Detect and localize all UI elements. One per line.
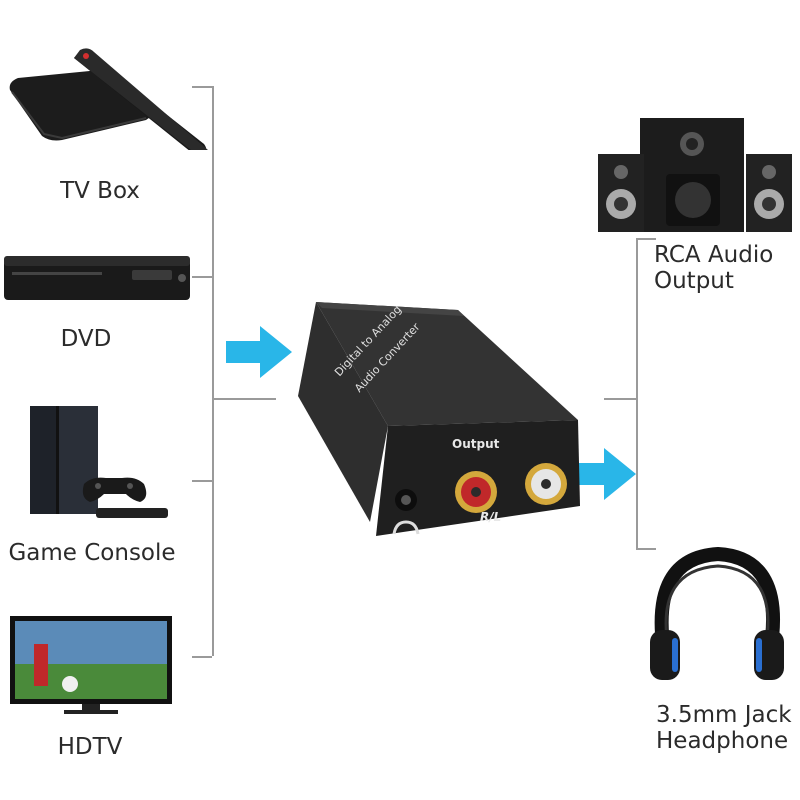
hdtv-icon	[10, 616, 172, 714]
bracket-tick-hdtv	[192, 656, 212, 658]
bracket-tick-headphone	[636, 548, 656, 550]
converter-channel-label: R/L	[480, 510, 502, 524]
input-arrow-icon	[226, 326, 292, 378]
output-label-headphone-line2: Headphone	[656, 728, 789, 754]
dvd-player-icon	[4, 256, 190, 300]
bracket-tick-dvd	[192, 276, 212, 278]
input-label-game-console: Game Console	[8, 540, 176, 566]
bracket-tick-rca	[636, 238, 656, 240]
bracket-tick-out-center	[604, 398, 636, 400]
input-label-tv-box: TV Box	[60, 178, 140, 204]
input-label-hdtv: HDTV	[57, 734, 123, 760]
bracket-tick-center	[212, 398, 276, 400]
game-console-icon	[30, 406, 168, 518]
bracket-tick-console	[192, 480, 212, 482]
bracket-tick-tv-box	[192, 86, 212, 88]
output-arrow-icon	[572, 448, 636, 500]
converter-output-label: Output	[452, 437, 500, 451]
output-bracket	[636, 238, 638, 548]
speaker-system-icon	[598, 118, 792, 232]
output-label-rca-line2: Output	[654, 268, 734, 294]
output-label-headphone-line1: 3.5mm Jack	[656, 702, 792, 728]
input-bracket	[212, 86, 214, 656]
headphone-icon	[650, 546, 784, 680]
output-label-rca-line1: RCA Audio	[654, 242, 774, 268]
tv-box-icon	[9, 48, 208, 150]
dac-converter-device	[298, 302, 580, 536]
input-label-dvd: DVD	[60, 326, 112, 352]
